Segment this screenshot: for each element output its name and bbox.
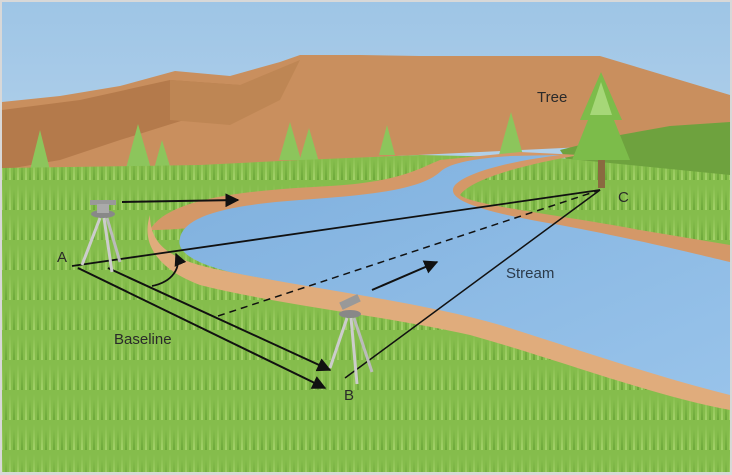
label-point-a: A: [57, 249, 67, 266]
tree: [572, 72, 630, 188]
label-baseline: Baseline: [114, 331, 172, 348]
angle-arc: [151, 252, 187, 287]
baseline-upper-line: [107, 267, 332, 372]
line-a-to-c: [71, 189, 601, 267]
sight-arrow-middle: [371, 260, 439, 291]
line-b-to-c: [344, 189, 601, 379]
baseline-lower-line: [77, 267, 327, 389]
survey-lines: [71, 189, 601, 389]
near-bank: [147, 215, 730, 410]
label-point-b: B: [344, 387, 354, 404]
tripod-a: [80, 200, 122, 273]
tripod-b: [328, 294, 374, 385]
sight-arrow-top: [121, 193, 240, 208]
stream: [179, 155, 730, 395]
label-point-c: C: [618, 189, 629, 206]
label-tree: Tree: [537, 89, 567, 106]
background-trees: [30, 112, 523, 176]
label-stream: Stream: [506, 265, 554, 282]
